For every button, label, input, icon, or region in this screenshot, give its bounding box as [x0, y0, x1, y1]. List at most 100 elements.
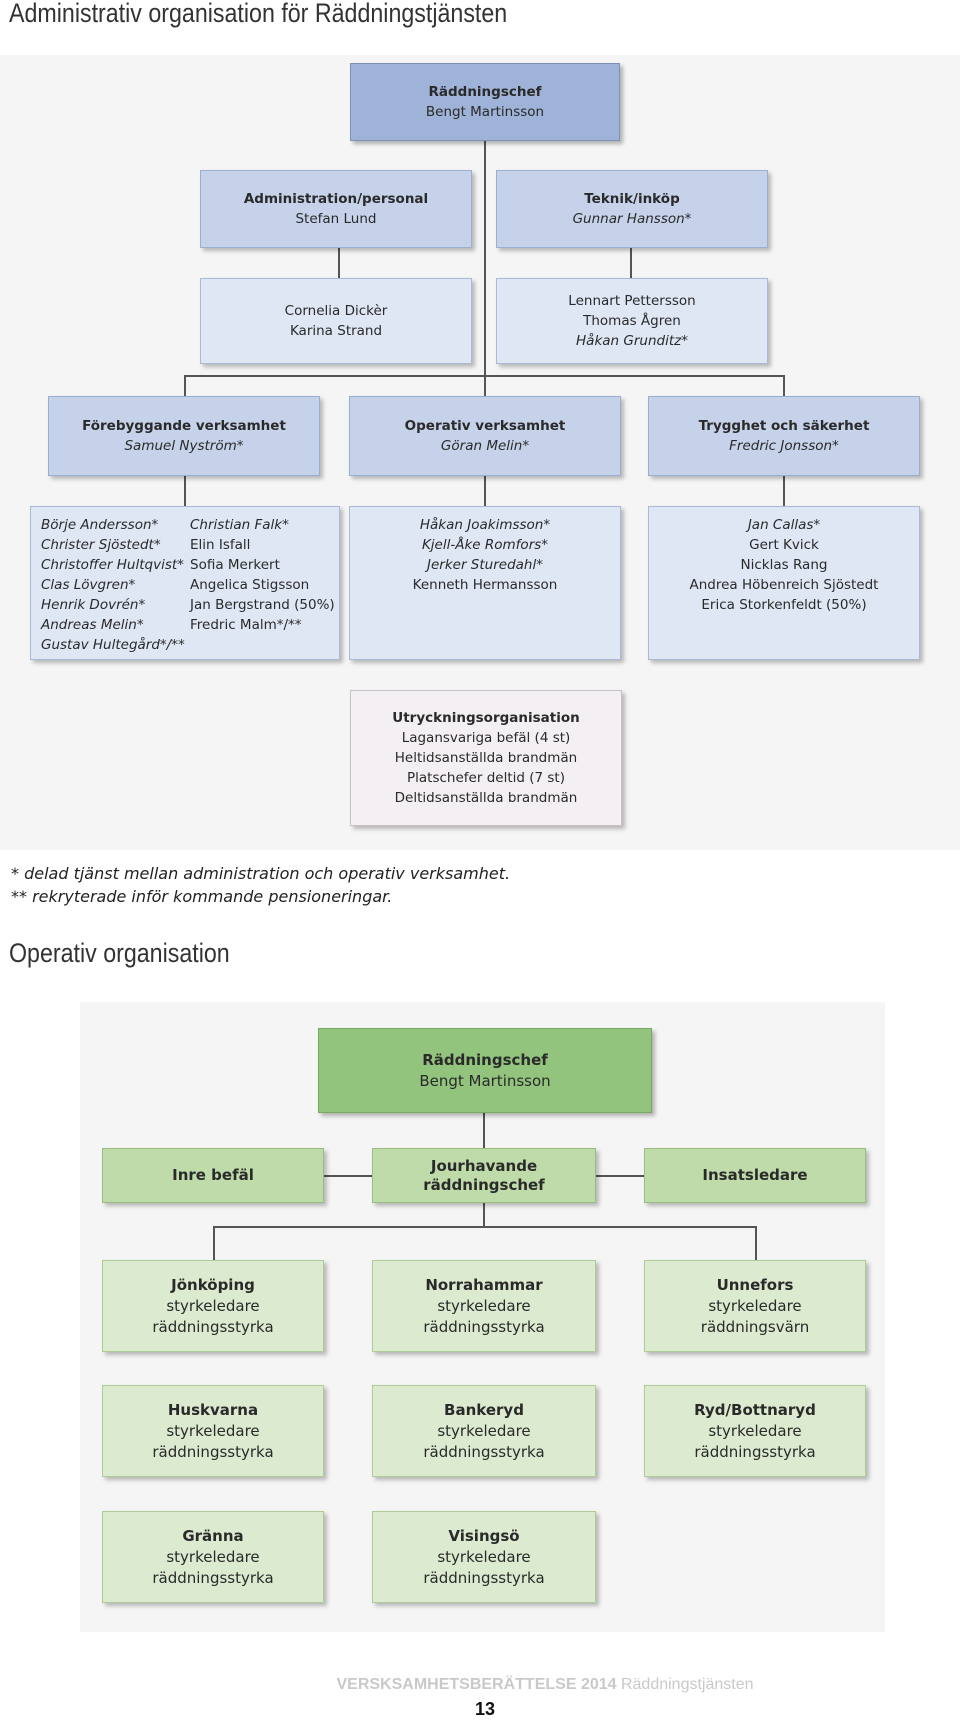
- page-footer: VERSKSAMHETSBERÄTTELSE 2014 Räddningstjä…: [0, 1676, 960, 1694]
- teknik-name: Gunnar Hansson*: [572, 211, 692, 227]
- staff-name: Angelica Stigsson: [190, 577, 310, 593]
- admin-connector: [184, 476, 186, 506]
- operativ-section-title: Operativ organisation: [9, 938, 230, 968]
- station-unit: räddningsstyrka: [423, 1568, 545, 1587]
- trygghet-name: Fredric Jonsson*: [729, 438, 839, 454]
- utryckning-title: Utryckningsorganisation: [392, 710, 580, 726]
- admin-chief-title: Räddningschef: [428, 84, 542, 100]
- station-box: Visingsö styrkeledare räddningsstyrka: [372, 1511, 596, 1603]
- administration-name: Stefan Lund: [295, 211, 377, 227]
- forebyggande-staff-box: Börje Andersson* Christer Sjöstedt* Chri…: [30, 506, 340, 660]
- staff-name: Jan Callas*: [747, 517, 821, 533]
- station-role: styrkeledare: [708, 1296, 802, 1315]
- footer-org: Räddningstjänsten: [616, 1676, 754, 1693]
- teknik-title: Teknik/inköp: [584, 191, 680, 207]
- operativ-staff-box: Håkan Joakimsson* Kjell-Åke Romfors* Jer…: [349, 506, 621, 660]
- staff-name: Clas Lövgren*: [41, 577, 136, 593]
- staff-name: Elin Isfall: [190, 537, 251, 553]
- staff-name: Håkan Grunditz*: [576, 333, 688, 349]
- staff-name: Lennart Pettersson: [568, 293, 696, 309]
- utryckning-line: Lagansvariga befäl (4 st): [401, 730, 571, 746]
- station-unit: räddningsstyrka: [694, 1442, 816, 1461]
- station-name: Norrahammar: [425, 1275, 543, 1294]
- utryckning-line: Deltidsanställda brandmän: [394, 790, 578, 806]
- admin-connector: [184, 375, 784, 377]
- admin-connector: [630, 248, 632, 278]
- station-name: Unnefors: [716, 1275, 794, 1294]
- staff-name: Erica Storkenfeldt (50%): [701, 597, 867, 613]
- station-role: styrkeledare: [437, 1421, 531, 1440]
- utryckning-box: Utryckningsorganisation Lagansvariga bef…: [350, 690, 622, 826]
- inre-befal-box: Inre befäl: [102, 1148, 324, 1203]
- footnote-recruited: ** rekryterade inför kommande pensioneri…: [11, 887, 393, 906]
- station-role: styrkeledare: [166, 1421, 260, 1440]
- staff-name: Håkan Joakimsson*: [419, 517, 551, 533]
- inre-befal-label: Inre befäl: [172, 1166, 254, 1184]
- staff-name: Kenneth Hermansson: [412, 577, 558, 593]
- staff-name: Andreas Melin*: [41, 617, 144, 633]
- station-box: Huskvarna styrkeledare räddningsstyrka: [102, 1385, 324, 1477]
- forebyggande-box: Förebyggande verksamhet Samuel Nyström*: [48, 396, 320, 476]
- administration-staff-box: Cornelia Dickèr Karina Strand: [200, 278, 472, 364]
- station-box: Norrahammar styrkeledare räddningsstyrka: [372, 1260, 596, 1352]
- forebyggande-title: Förebyggande verksamhet: [82, 418, 286, 434]
- staff-name: Jan Bergstrand (50%): [190, 597, 335, 613]
- staff-name: Nicklas Rang: [740, 557, 828, 573]
- station-box: Ryd/Bottnaryd styrkeledare räddningsstyr…: [644, 1385, 866, 1477]
- operativ-verksamhet-name: Göran Melin*: [440, 438, 530, 454]
- staff-name: Börje Andersson*: [41, 517, 159, 533]
- station-name: Visingsö: [448, 1526, 520, 1545]
- station-unit: räddningsstyrka: [152, 1317, 274, 1336]
- operativ-verksamhet-box: Operativ verksamhet Göran Melin*: [349, 396, 621, 476]
- station-box: Gränna styrkeledare räddningsstyrka: [102, 1511, 324, 1603]
- station-name: Bankeryd: [444, 1400, 524, 1419]
- jourhavande-box: Jourhavande räddningschef: [372, 1148, 596, 1203]
- trygghet-title: Trygghet och säkerhet: [698, 418, 870, 434]
- admin-chief-box: Räddningschef Bengt Martinsson: [350, 63, 620, 141]
- staff-name: Christian Falk*: [190, 517, 289, 533]
- teknik-staff-box: Lennart Pettersson Thomas Ågren Håkan Gr…: [496, 278, 768, 364]
- station-role: styrkeledare: [166, 1547, 260, 1566]
- staff-name: Gert Kvick: [749, 537, 819, 553]
- station-unit: räddningsstyrka: [152, 1442, 274, 1461]
- station-role: styrkeledare: [708, 1421, 802, 1440]
- station-name: Jönköping: [171, 1275, 255, 1294]
- utryckning-line: Heltidsanställda brandmän: [394, 750, 578, 766]
- station-role: styrkeledare: [437, 1547, 531, 1566]
- station-box: Bankeryd styrkeledare räddningsstyrka: [372, 1385, 596, 1477]
- staff-name: Christer Sjöstedt*: [41, 537, 161, 553]
- insatsledare-box: Insatsledare: [644, 1148, 866, 1203]
- administration-box: Administration/personal Stefan Lund: [200, 170, 472, 248]
- oper-connector: [213, 1226, 215, 1260]
- oper-chief-name: Bengt Martinsson: [419, 1071, 551, 1090]
- trygghet-box: Trygghet och säkerhet Fredric Jonsson*: [648, 396, 920, 476]
- teknik-box: Teknik/inköp Gunnar Hansson*: [496, 170, 768, 248]
- staff-name: Henrik Dovrén*: [41, 597, 146, 613]
- oper-connector: [755, 1226, 757, 1260]
- footnote-shared: * delad tjänst mellan administration och…: [11, 864, 511, 883]
- station-unit: räddningsvärn: [700, 1317, 810, 1336]
- admin-connector: [783, 476, 785, 506]
- oper-chief-title: Räddningschef: [422, 1050, 548, 1069]
- station-unit: räddningsstyrka: [152, 1568, 274, 1587]
- station-box: Jönköping styrkeledare räddningsstyrka: [102, 1260, 324, 1352]
- staff-name: Andrea Höbenreich Sjöstedt: [689, 577, 879, 593]
- station-unit: räddningsstyrka: [423, 1442, 545, 1461]
- station-name: Gränna: [182, 1526, 244, 1545]
- trygghet-staff-box: Jan Callas* Gert Kvick Nicklas Rang Andr…: [648, 506, 920, 660]
- jourhavande-line2: räddningschef: [423, 1175, 545, 1194]
- admin-connector: [338, 248, 340, 278]
- forebyggande-name: Samuel Nyström*: [124, 438, 244, 454]
- station-name: Ryd/Bottnaryd: [694, 1400, 816, 1419]
- admin-connector: [184, 375, 186, 397]
- utryckning-line: Platschefer deltid (7 st): [407, 770, 565, 786]
- insatsledare-label: Insatsledare: [702, 1166, 808, 1184]
- station-unit: räddningsstyrka: [423, 1317, 545, 1336]
- admin-section-title: Administrativ organisation för Räddnings…: [9, 0, 508, 28]
- staff-name: Kjell-Åke Romfors*: [421, 537, 549, 553]
- staff-name: Thomas Ågren: [583, 313, 681, 329]
- staff-name: Karina Strand: [289, 323, 383, 339]
- admin-chief-name: Bengt Martinsson: [425, 104, 545, 120]
- staff-name: Christoffer Hultqvist*: [41, 557, 184, 573]
- oper-chief-box: Räddningschef Bengt Martinsson: [318, 1028, 652, 1113]
